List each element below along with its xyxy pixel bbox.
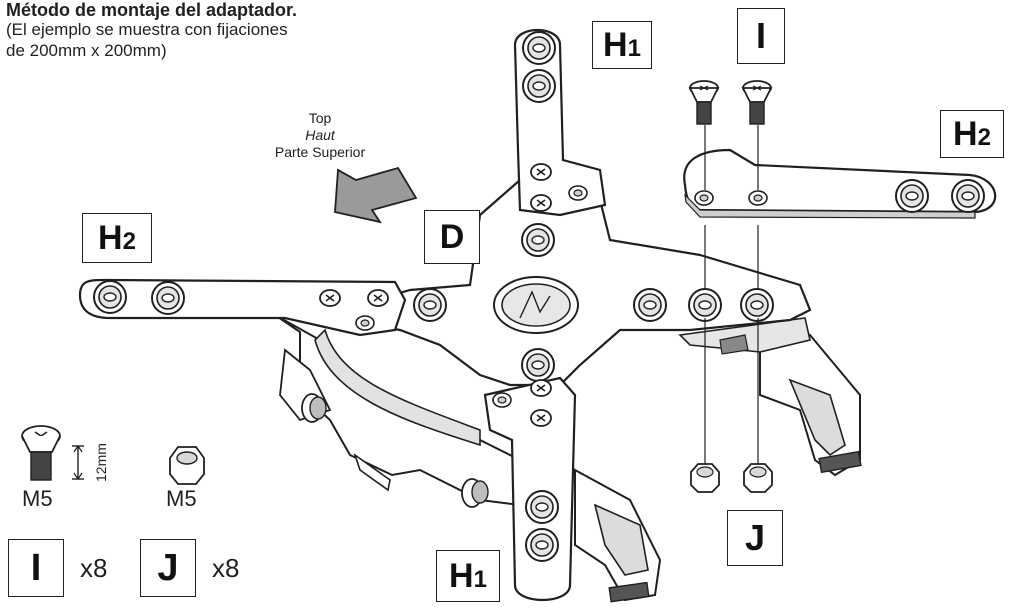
screw-size-label: M5 [22, 486, 53, 511]
screw-quantity: x8 [80, 553, 108, 583]
nut-quantity: x8 [212, 553, 240, 583]
label-j-bottom: J [727, 510, 783, 566]
h1-top-arm [513, 28, 607, 217]
knob-screw-bottom [461, 478, 489, 508]
h2-right-arm [683, 148, 997, 219]
h1-bottom-arm [483, 376, 577, 602]
page-title: Método de montaje del adaptador. [6, 0, 298, 20]
legend-label-i: I [8, 539, 64, 597]
screw-i-left [688, 80, 720, 125]
subtitle-line-1: (El ejemplo se muestra con fijaciones [6, 20, 288, 39]
right-hook-bracket [678, 317, 862, 477]
label-i-top: I [737, 8, 785, 64]
legend-screw-icon [21, 425, 84, 481]
main-cross-plate [358, 178, 812, 387]
direction-es: Parte Superior [274, 144, 366, 160]
label-d: D [424, 210, 480, 264]
alignment-lines [704, 125, 759, 465]
direction-label: Top Haut Parte Superior [250, 110, 390, 161]
screw-length-label: 12mm [93, 443, 109, 482]
legend-label-j: J [140, 539, 196, 597]
h2-left-arm [78, 278, 407, 337]
nut-size-label: M5 [166, 486, 197, 511]
subtitle-line-2: de 200mm x 200mm) [6, 41, 167, 60]
nut-j-right [743, 463, 773, 493]
direction-fr: Haut [305, 127, 335, 143]
nut-j-left [690, 463, 720, 493]
bottom-hook-bracket [574, 468, 662, 603]
screw-i-right [741, 80, 773, 125]
direction-en: Top [308, 110, 332, 126]
legend-nut-icon [169, 446, 205, 485]
top-direction-arrow [334, 166, 418, 224]
knob-screw-left [301, 393, 327, 423]
